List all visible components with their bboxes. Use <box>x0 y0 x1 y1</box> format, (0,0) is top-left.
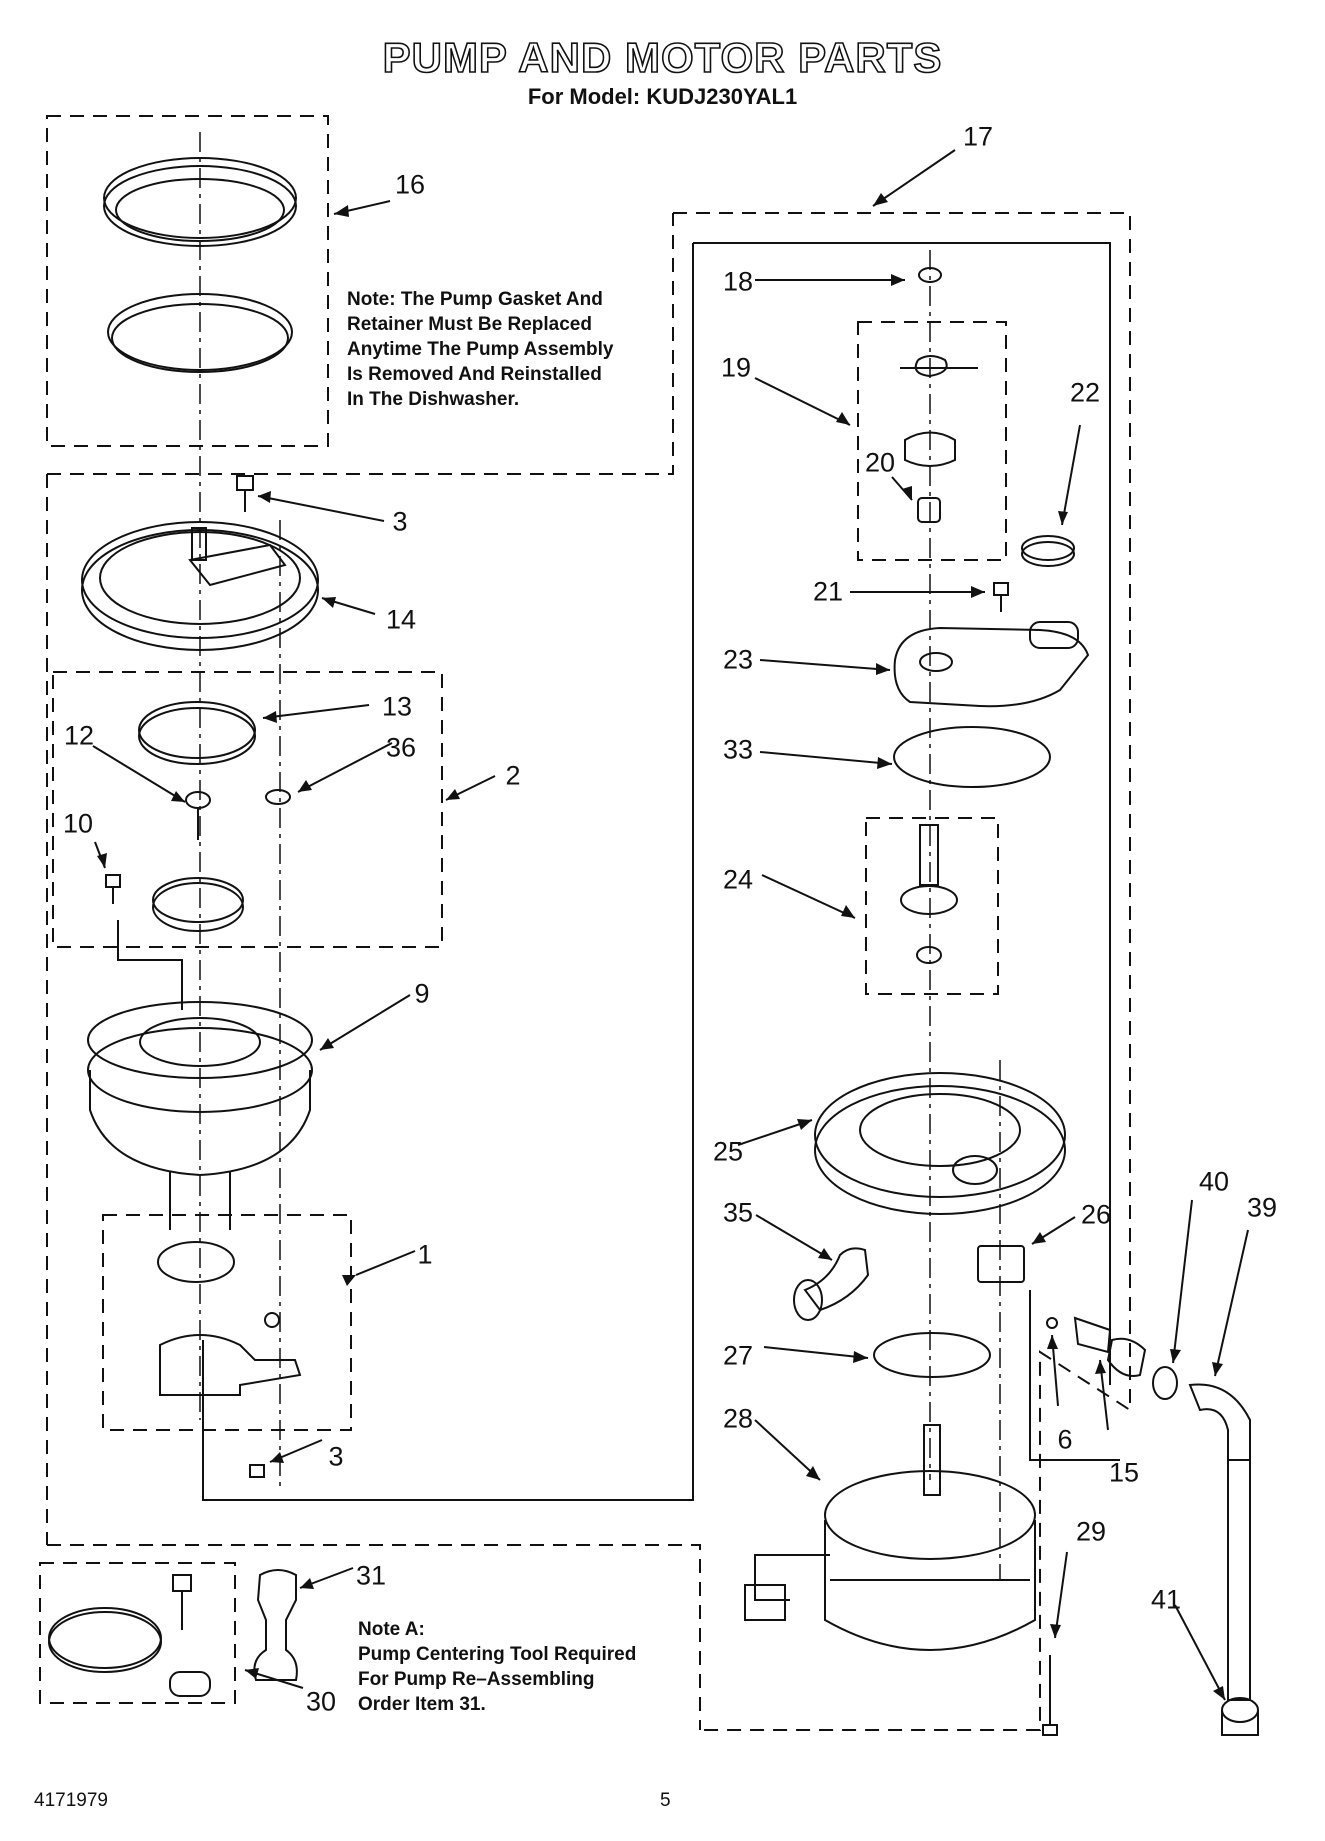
callout-29: 29 <box>1075 1516 1107 1547</box>
callout-3-top: 3 <box>392 506 408 537</box>
note-line: Is Removed And Reinstalled <box>347 364 602 385</box>
page-number: 5 <box>660 1790 671 1811</box>
box-19 <box>857 321 1007 561</box>
callout-25: 25 <box>712 1136 744 1167</box>
callout-20: 20 <box>864 447 896 478</box>
callout-40: 40 <box>1198 1166 1230 1197</box>
box-1 <box>102 1214 352 1431</box>
callout-31: 31 <box>355 1560 387 1591</box>
callout-39: 39 <box>1246 1192 1278 1223</box>
callout-26: 26 <box>1080 1199 1112 1230</box>
callout-21: 21 <box>812 576 844 607</box>
callout-33: 33 <box>722 734 754 765</box>
callout-24: 24 <box>722 864 754 895</box>
callout-13: 13 <box>381 691 413 722</box>
doc-number: 4171979 <box>34 1790 108 1811</box>
callout-10: 10 <box>62 808 94 839</box>
model-line: For Model: KUDJ230YAL1 <box>527 84 798 109</box>
note-line: Note A: <box>358 1619 425 1640</box>
box-main-left <box>47 213 674 475</box>
box-16 <box>46 115 329 447</box>
callout-36: 36 <box>385 732 417 763</box>
box-2 <box>52 671 443 948</box>
note-line: Note: The Pump Gasket And <box>347 289 603 310</box>
note-line: Order Item 31. <box>358 1694 486 1715</box>
callout-28: 28 <box>722 1403 754 1434</box>
callout-27: 27 <box>722 1340 754 1371</box>
callout-1: 1 <box>417 1239 433 1270</box>
note-line: Anytime The Pump Assembly <box>347 339 614 360</box>
box-30 <box>39 1562 236 1704</box>
note-line: For Pump Re–Assembling <box>358 1669 595 1690</box>
box-24 <box>865 817 999 995</box>
callout-23: 23 <box>722 644 754 675</box>
callout-41: 41 <box>1150 1584 1182 1615</box>
callout-3-bottom: 3 <box>328 1441 344 1472</box>
page-title: PUMP AND MOTOR PARTS <box>382 33 943 82</box>
callout-9: 9 <box>414 978 430 1009</box>
note-a: Note A: Pump Centering Tool Required For… <box>358 1617 636 1717</box>
note-line: Retainer Must Be Replaced <box>347 314 592 335</box>
callout-6: 6 <box>1057 1424 1073 1455</box>
inner-frame <box>693 242 1111 1385</box>
box-17 <box>673 212 1131 1731</box>
gasket-note: Note: The Pump Gasket And Retainer Must … <box>347 287 613 412</box>
note-line: In The Dishwasher. <box>347 389 520 410</box>
callout-18: 18 <box>722 266 754 297</box>
callout-19: 19 <box>720 352 752 383</box>
callout-35: 35 <box>722 1197 754 1228</box>
group-boxes <box>39 115 1131 1731</box>
callout-17: 17 <box>962 121 994 152</box>
callout-14: 14 <box>385 604 417 635</box>
callout-22: 22 <box>1069 377 1101 408</box>
note-line: Pump Centering Tool Required <box>358 1644 637 1665</box>
callout-2: 2 <box>505 760 521 791</box>
callout-15: 15 <box>1108 1457 1140 1488</box>
callout-30: 30 <box>305 1686 337 1717</box>
callout-16: 16 <box>394 169 426 200</box>
callout-12: 12 <box>63 720 95 751</box>
